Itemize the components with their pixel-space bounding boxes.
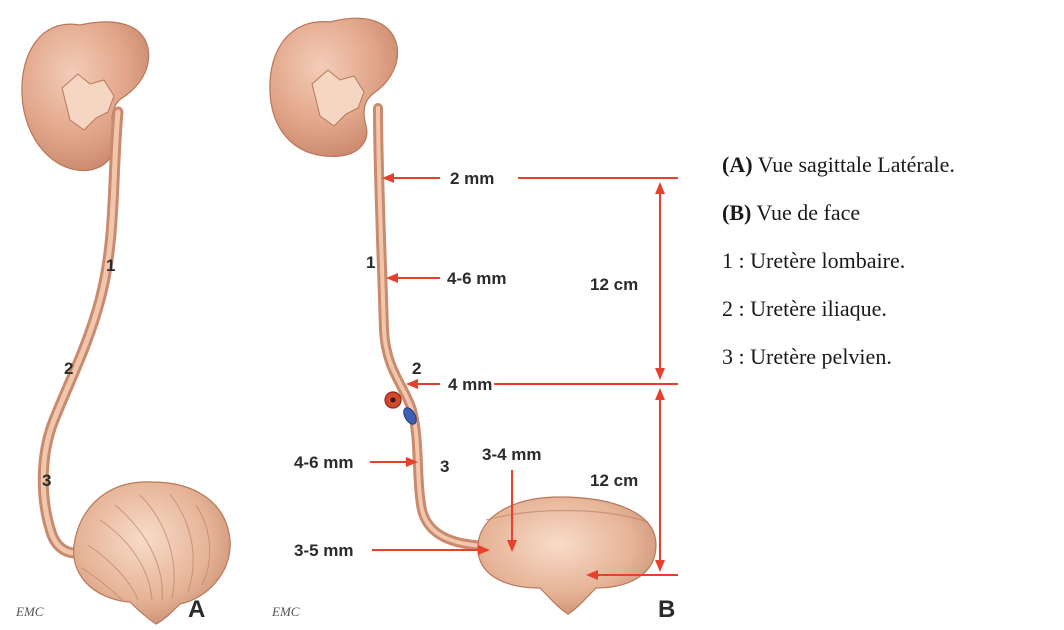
legend-item-b: (B) Vue de face [722, 198, 1062, 246]
panel-a: 1 2 3 EMC A [0, 0, 230, 630]
diameter-label-entry: 3-5 mm [294, 541, 354, 560]
panel-b: 2 mm 4-6 mm 4 mm 4-6 mm 3-4 mm 3-5 mm 12… [258, 0, 688, 630]
legend-item-2: 2 : Uretère iliaque. [722, 294, 1062, 342]
legend-text-1: 1 : Uretère lombaire. [722, 248, 905, 273]
watermark-a: EMC [15, 604, 44, 619]
segment-label-b-2: 2 [412, 359, 421, 378]
legend-text-3: 3 : Uretère pelvien. [722, 344, 892, 369]
length-label-lower: 12 cm [590, 471, 638, 490]
segment-label-b-3: 3 [440, 457, 449, 476]
legend-text-a: Vue sagittale Latérale. [753, 152, 955, 177]
legend-tag-b: (B) [722, 200, 751, 225]
watermark-b: EMC [271, 604, 300, 619]
diameter-label-iliac: 4 mm [448, 375, 492, 394]
legend-item-1: 1 : Uretère lombaire. [722, 246, 1062, 294]
length-label-upper: 12 cm [590, 275, 638, 294]
legend-tag-a: (A) [722, 152, 753, 177]
segment-label-a-3: 3 [42, 471, 51, 490]
legend-text-2: 2 : Uretère iliaque. [722, 296, 887, 321]
legend-item-a: (A) Vue sagittale Latérale. [722, 150, 1062, 198]
iliac-artery-lumen [391, 398, 396, 403]
segment-label-a-2: 2 [64, 359, 73, 378]
legend-text-b: Vue de face [751, 200, 860, 225]
panel-letter-b: B [658, 596, 675, 623]
segment-label-b-1: 1 [366, 253, 375, 272]
diameter-label-lumbar: 4-6 mm [447, 269, 507, 288]
diameter-label-pelvic: 4-6 mm [294, 453, 354, 472]
panel-letter-a: A [188, 596, 205, 623]
figure-legend: (A) Vue sagittale Latérale. (B) Vue de f… [722, 150, 1062, 390]
segment-label-a-1: 1 [106, 256, 115, 275]
diameter-label-intramural: 3-4 mm [482, 445, 542, 464]
legend-item-3: 3 : Uretère pelvien. [722, 342, 1062, 390]
diameter-label-top: 2 mm [450, 169, 494, 188]
